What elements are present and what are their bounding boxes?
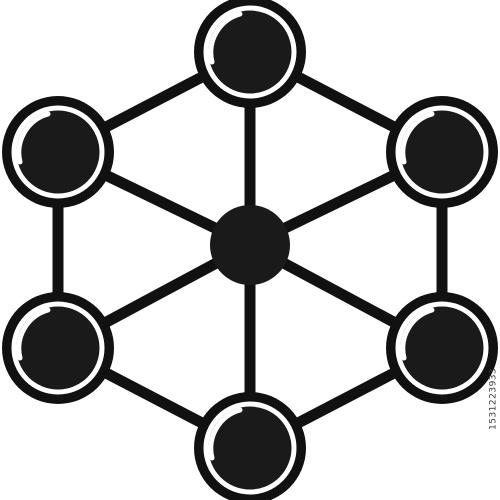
node-upper-right xyxy=(386,96,498,208)
center-node xyxy=(210,205,290,285)
node-lower-right xyxy=(386,292,498,404)
node-bottom xyxy=(194,392,306,500)
node-lower-left xyxy=(2,292,114,404)
stock-id-watermark: 1531223933 xyxy=(488,367,498,430)
node-upper-left xyxy=(2,96,114,208)
node-top xyxy=(194,0,306,108)
